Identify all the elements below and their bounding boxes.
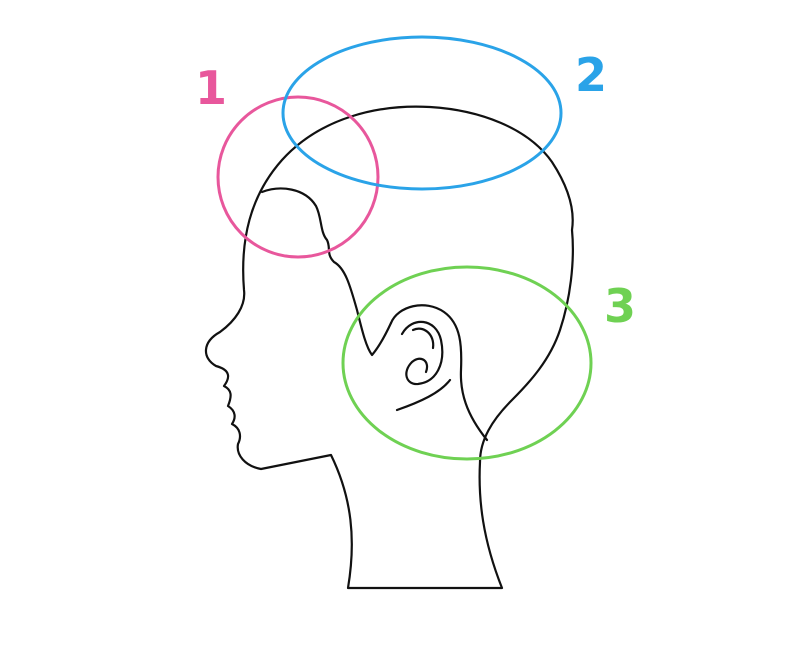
- region-2-label: 2: [575, 48, 607, 102]
- head-silhouette: [206, 107, 573, 588]
- region-1-circle: [218, 97, 378, 257]
- region-2-group: 2: [283, 37, 607, 189]
- ear-inner-curl: [402, 322, 442, 384]
- region-3-ellipse: [343, 267, 591, 459]
- face-profile-outline: [206, 107, 573, 588]
- region-1-group: 1: [195, 61, 378, 257]
- region-3-label: 3: [604, 279, 636, 333]
- hairline-curve: [262, 189, 391, 355]
- region-2-ellipse: [283, 37, 561, 189]
- ear-antihelix: [413, 329, 433, 348]
- ear-lobe-line: [397, 380, 450, 410]
- region-1-label: 1: [195, 61, 227, 115]
